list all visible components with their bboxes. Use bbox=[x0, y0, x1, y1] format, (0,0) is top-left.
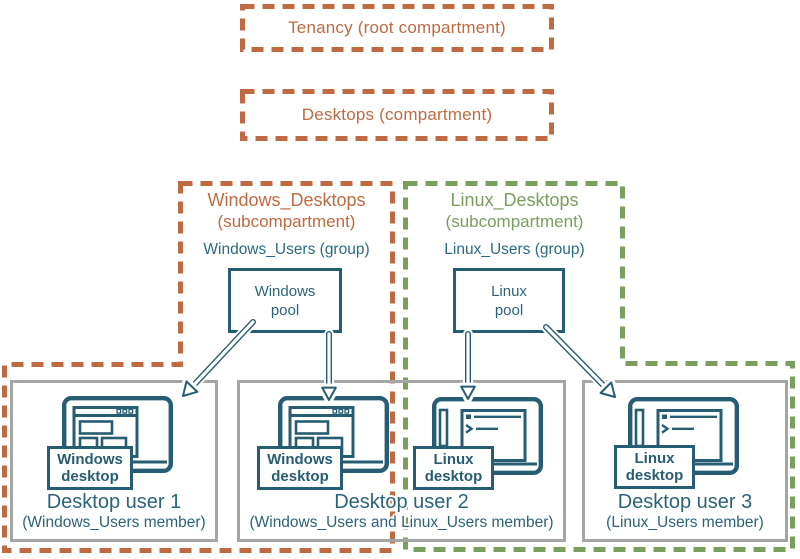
user-2-box bbox=[237, 380, 566, 542]
linux-subcompartment-title: Linux_Desktops bbox=[450, 190, 579, 210]
tenancy-label: Tenancy (root compartment) bbox=[288, 18, 506, 37]
linux-desktop-label: Linux desktop bbox=[413, 446, 494, 490]
user-3-caption: Desktop user 3 bbox=[617, 491, 753, 513]
user-2-caption-block: Desktop user 2 (Windows_Users and Linux_… bbox=[237, 491, 566, 532]
desktops-compartment-label: Desktops (compartment) bbox=[301, 105, 493, 124]
user-1-membership: (Windows_Users member) bbox=[22, 514, 206, 531]
user-3-caption-block: Desktop user 3 (Linux_Users member) bbox=[582, 491, 788, 532]
linux-desktop-label: Linux desktop bbox=[614, 445, 695, 489]
windows-pool-box: Windows pool bbox=[228, 268, 342, 333]
user-1-caption-block: Desktop user 1 (Windows_Users member) bbox=[10, 491, 218, 532]
user-3-membership: (Linux_Users member) bbox=[606, 514, 764, 531]
linux-pool-box: Linux pool bbox=[453, 268, 565, 333]
windows-desktop-label-line2: desktop bbox=[271, 468, 329, 485]
windows-pool-label-line1: Windows bbox=[254, 282, 316, 300]
windows-desktop-label: Windows desktop bbox=[257, 446, 343, 490]
linux-desktop-label-line1: Linux bbox=[634, 450, 675, 467]
linux-pool-label-line2: pool bbox=[494, 301, 524, 319]
windows-subcompartment-title: Windows_Desktops bbox=[207, 190, 366, 210]
linux-desktop-label-line1: Linux bbox=[433, 451, 474, 468]
windows-desktop-label-line1: Windows bbox=[267, 451, 333, 468]
user-2-caption: Desktop user 2 bbox=[334, 491, 469, 513]
linux-users-group-label: Linux_Users (group) bbox=[444, 241, 585, 258]
linux-subcompartment-subtitle: (subcompartment) bbox=[445, 212, 584, 231]
linux-desktop-label-line2: desktop bbox=[625, 467, 684, 484]
windows-pool-label-line2: pool bbox=[270, 301, 300, 319]
linux-desktop-label-line2: desktop bbox=[424, 468, 483, 485]
linux-pool-label-line1: Linux bbox=[491, 282, 527, 300]
windows-subcompartment-subtitle: (subcompartment) bbox=[217, 212, 356, 231]
user-1-caption: Desktop user 1 bbox=[46, 491, 182, 513]
user-2-membership: (Windows_Users and Linux_Users member) bbox=[249, 514, 554, 531]
windows-desktop-label-line1: Windows bbox=[57, 451, 123, 468]
windows-desktop-label-line2: desktop bbox=[61, 468, 119, 485]
windows-desktop-label: Windows desktop bbox=[47, 446, 133, 490]
user-1-box bbox=[10, 380, 218, 542]
windows-users-group-label: Windows_Users (group) bbox=[203, 241, 370, 258]
user-3-box bbox=[582, 380, 788, 542]
